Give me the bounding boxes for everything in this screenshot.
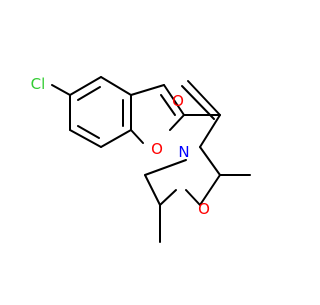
bond (181, 85, 215, 120)
bond (199, 174, 221, 206)
bond (77, 86, 101, 101)
bond (163, 84, 185, 116)
atom-label-carbonyl-oxygen: O (172, 92, 184, 110)
molecule-structure: Cl O O N O (31, 75, 251, 243)
bond-group (51, 76, 251, 243)
molecule-canvas: Cl O O N O (31, 75, 251, 243)
bond (130, 84, 165, 96)
bond (199, 114, 221, 148)
bond (130, 129, 144, 144)
bond (69, 129, 102, 148)
atom-label-furan-oxygen: O (151, 140, 163, 158)
bond (69, 76, 102, 96)
bond (144, 174, 161, 206)
bond (51, 84, 71, 96)
bond (185, 189, 201, 206)
bond (159, 189, 177, 206)
atom-label-morpholine-oxygen: O (198, 200, 210, 218)
bond (144, 159, 187, 176)
bond (199, 146, 221, 176)
bond (187, 80, 221, 116)
bond (100, 129, 132, 148)
bond (77, 125, 100, 139)
atom-label-amine-nitrogen: N (178, 143, 189, 161)
atom-label-chlorine: Cl (31, 75, 46, 93)
bond (100, 76, 132, 96)
bond (169, 114, 185, 131)
bond (160, 94, 176, 116)
